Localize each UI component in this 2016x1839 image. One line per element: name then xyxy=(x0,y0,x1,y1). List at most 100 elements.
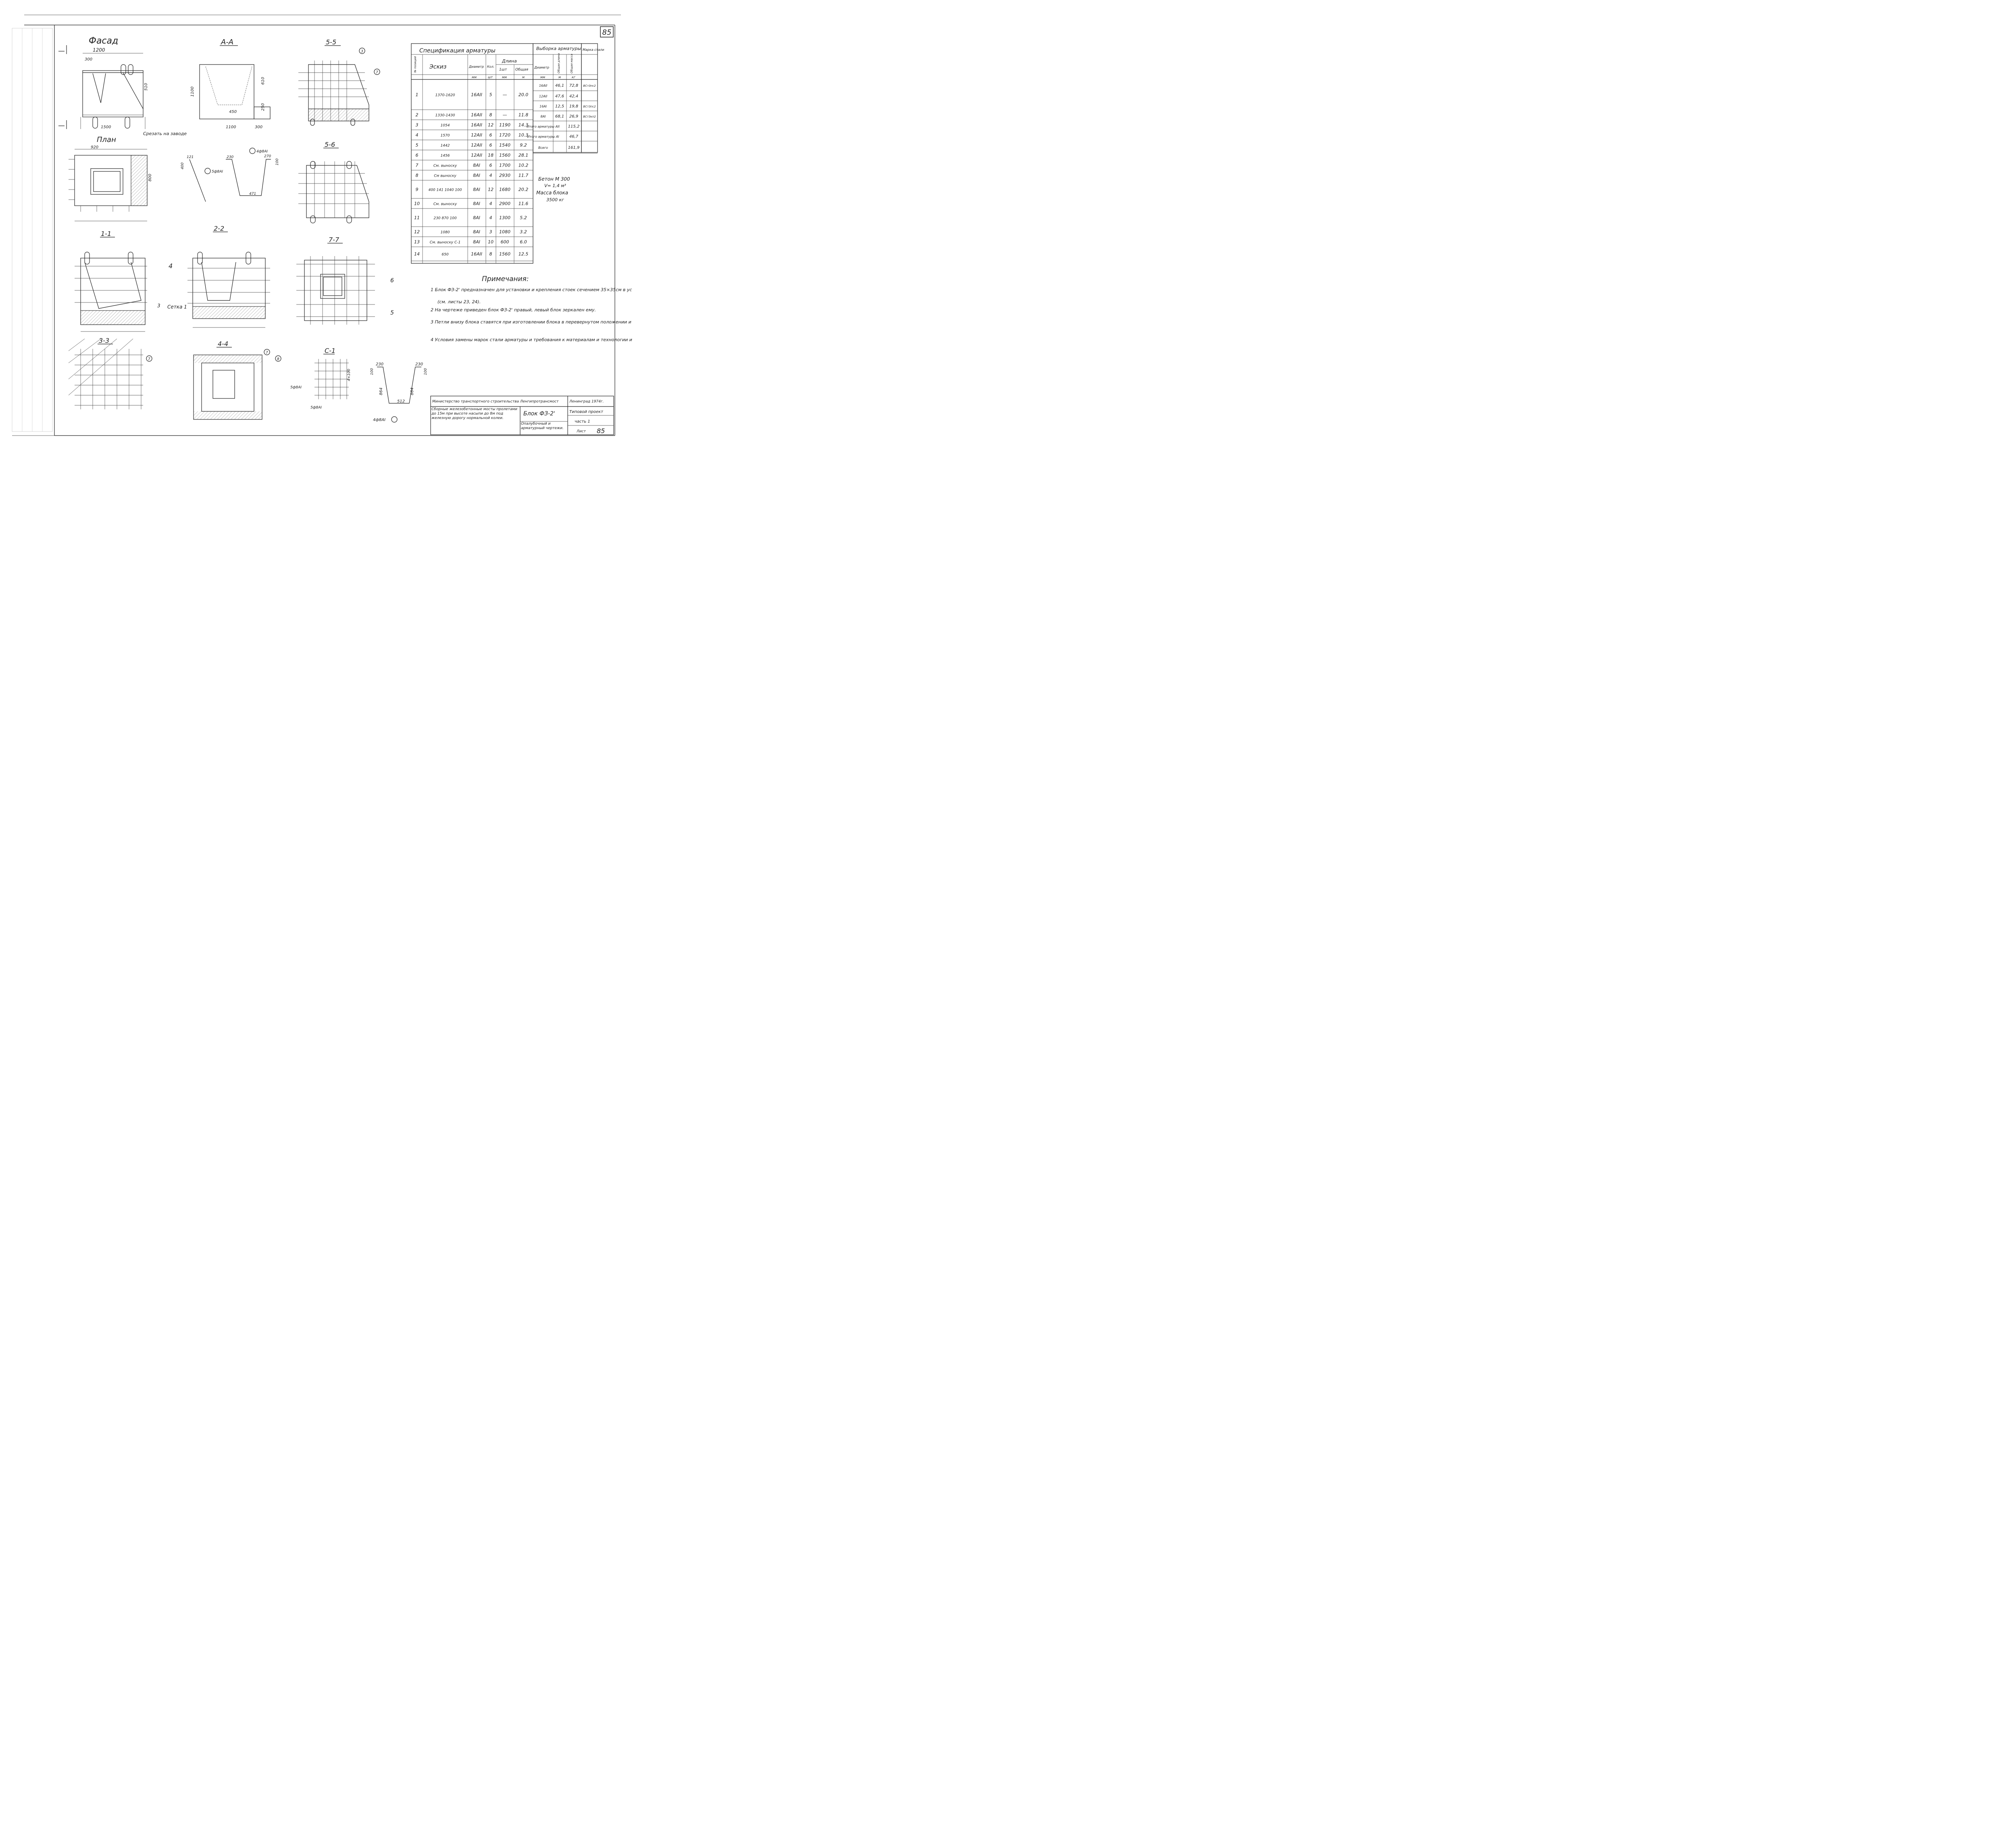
s77-cut-6: 6 xyxy=(390,277,394,284)
spec-cell-l1: 2900 xyxy=(499,201,510,206)
h-len: Длина xyxy=(502,58,517,64)
spec-cell-sketch: 1330-1430 xyxy=(435,114,455,118)
bend-label-2: 4ф8АI xyxy=(256,150,268,154)
spec-cell-n: 2 xyxy=(416,113,419,118)
spec-cell-sketch: См. выноску xyxy=(433,202,457,206)
selection-title: Выборка арматуры xyxy=(536,46,581,51)
spec-cell-d: 8АI xyxy=(473,240,480,245)
aa-dim-610: 610 xyxy=(261,77,265,85)
aa-dim-250: 250 xyxy=(261,103,265,111)
selection-cell-m: 115,2 xyxy=(568,125,580,129)
tb-sheet: 85 xyxy=(597,427,605,435)
b56-title: 5-6 xyxy=(325,141,335,148)
selection-cell-d: 16АII xyxy=(539,84,548,88)
spec-cell-d: 12АII xyxy=(471,143,482,148)
c1-dim-864-left: 864 xyxy=(379,388,383,395)
note-3: 3 Петли внизу блока ставятся при изготов… xyxy=(431,319,632,325)
u-sel-m: м xyxy=(558,75,561,79)
spec-cell-l1: 1190 xyxy=(499,123,510,128)
u-pcs: шт xyxy=(488,75,493,79)
u-sel-kg: кг xyxy=(572,75,576,79)
spec-cell-lt: 10.2 xyxy=(519,163,529,168)
drawing-sheet: 85 Фасад 1200 300 510 1500 Срезать на за… xyxy=(12,15,632,436)
aa-title: А-А xyxy=(221,38,233,46)
s11-cut-3: 3 xyxy=(157,303,160,309)
facade-dim-1200: 1200 xyxy=(93,47,105,53)
note-4: 4 Условия замены марок стали арматуры и … xyxy=(431,337,632,342)
tb-block-desc: Опалубочный и арматурный чертежи. xyxy=(521,422,564,430)
spec-cell-n: 6 xyxy=(416,153,419,158)
spec-cell-q: 12 xyxy=(488,123,494,128)
spec-cell-l1: 1560 xyxy=(499,252,510,257)
selection-cell-g: ВСтЗпс2 xyxy=(583,105,596,108)
bend-dim-100: 100 xyxy=(275,158,279,165)
selection-cell-d: Итого арматуры АII xyxy=(527,125,560,129)
spec-cell-lt: 28.1 xyxy=(519,153,529,158)
note-1-ref: (см. листы 23, 24). xyxy=(437,299,481,304)
c1-dim-512: 512 xyxy=(397,399,405,404)
tb-block-desc-box: Опалубочный и арматурный чертежи. xyxy=(521,422,564,430)
b55-title: 5-5 xyxy=(326,38,336,46)
selection-cell-m: 161,9 xyxy=(568,146,580,150)
spec-cell-d: 16АII xyxy=(471,113,482,118)
s77-title: 7-7 xyxy=(329,236,339,244)
spec-cell-l1: 1560 xyxy=(499,153,510,158)
u-sel-mm: мм xyxy=(540,75,545,79)
spec-cell-n: 7 xyxy=(416,163,419,168)
h-diam: Диаметр xyxy=(469,65,484,69)
u-m: м xyxy=(522,75,525,79)
spec-cell-n: 11 xyxy=(414,215,420,221)
concrete-volume: V= 1,4 м³ xyxy=(544,183,566,188)
selection-cell-d: 8АI xyxy=(541,115,546,119)
spec-cell-lt: 20.2 xyxy=(519,187,529,192)
notes: Примечания: 1 Блок ФЗ-2' предназначен дл… xyxy=(431,275,632,342)
view-section-11: 1-1 3 xyxy=(75,230,160,332)
spec-cell-l1: 2930 xyxy=(499,173,510,178)
spec-cell-lt: 6.0 xyxy=(520,240,527,245)
spec-cell-d: 16АII xyxy=(471,92,482,98)
view-facade: Фасад 1200 300 510 1500 Срезать на завод… xyxy=(58,36,187,136)
selection-cell-d: 12АII xyxy=(539,95,548,98)
spec-cell-l1: 1540 xyxy=(499,143,510,148)
bend-dim-121: 121 xyxy=(187,155,194,159)
selection-cell-g: ВСтЗпс2 xyxy=(583,84,596,88)
c1-rebar-label: 5ф8АI xyxy=(290,386,302,390)
plan-dim-800: 800 xyxy=(148,174,152,181)
concrete-grade: Бетон М 300 xyxy=(538,176,570,182)
spec-cell-lt: 11.8 xyxy=(519,113,529,118)
spec-cell-sketch: 230 870 100 xyxy=(433,217,457,221)
spec-cell-sketch: 1054 xyxy=(441,124,450,128)
block-mass-value: 3500 кг xyxy=(546,197,564,202)
c1-rebar-label-2: 5ф8АI xyxy=(310,406,322,410)
facade-title: Фасад xyxy=(89,36,118,46)
callout-7c: 7 xyxy=(266,351,268,355)
view-section-22: 2-2 Сетка 1 4 xyxy=(167,225,270,328)
spec-cell-d: 16АII xyxy=(471,252,482,257)
selection-cell-d: Итого арматуры АI xyxy=(527,135,559,139)
note-2: 2 На чертеже приведен блок ФЗ-2' правый,… xyxy=(431,307,596,313)
sheet-number: 85 xyxy=(602,28,612,37)
spec-cell-lt: 14.3 xyxy=(519,123,529,128)
c1-dim-grid: 4×100 xyxy=(347,369,351,381)
spec-cell-n: 5 xyxy=(416,143,419,148)
spec-cell-q: 6 xyxy=(489,133,492,138)
h-sketch: Эскиз xyxy=(429,64,446,70)
selection-cell-m: 46,7 xyxy=(569,135,579,139)
spec-cell-sketch: См. выноску С-1 xyxy=(430,241,460,245)
spec-table: Спецификация арматуры Выборка арматуры М… xyxy=(411,43,604,264)
c1-dim-230-left: 230 xyxy=(376,362,383,367)
callout-7: 7 xyxy=(376,71,378,75)
spec-cell-d: 8АI xyxy=(473,173,480,178)
spec-cell-q: 8 xyxy=(489,252,492,257)
tb-project-desc: Сборные железобетонные мосты пролетами д… xyxy=(431,407,518,420)
spec-cell-sketch: 400 141 1040 100 xyxy=(428,188,462,192)
plan-dim-920: 920 xyxy=(91,145,98,150)
facade-cut-note: Срезать на заводе xyxy=(143,131,187,136)
spec-cell-l1: — xyxy=(503,92,507,98)
spec-cell-d: 8АI xyxy=(473,229,480,235)
spec-cell-n: 3 xyxy=(416,123,419,128)
